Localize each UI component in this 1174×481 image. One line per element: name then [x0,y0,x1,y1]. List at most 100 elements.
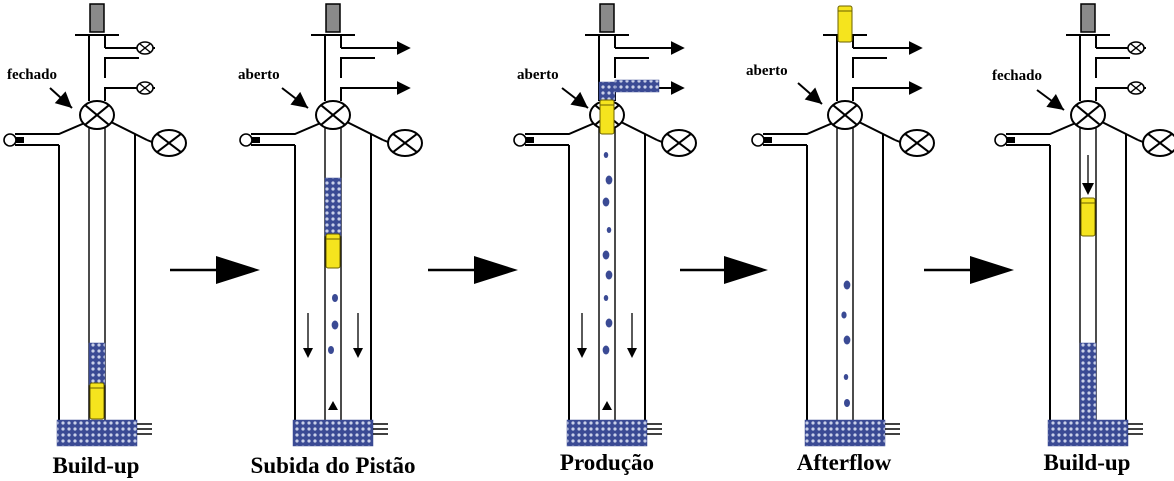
wellhead-tree [1079,35,1130,101]
valve-label-stage-1: fechado [7,67,57,83]
stage-title-afterflow: Afterflow [797,450,892,475]
bottom-liquid-pool [292,419,374,447]
liquid-slug-above-piston [324,177,342,237]
valve-cross [156,133,182,153]
lubricator-top [1080,3,1096,33]
label-group: Build-up Subida do Pistão Produção After… [7,63,1130,478]
casing-head-left [1006,121,1079,146]
casing-head-right [620,121,658,145]
casing-side-valve-icon [151,129,187,157]
liquid-droplet [843,280,851,290]
bottom-liquid-pool [1047,419,1129,447]
stage-title-build-up-1: Build-up [53,453,140,478]
gauge-connector [16,137,24,143]
casing-head-left [763,121,836,146]
casing-head-right [110,121,148,145]
flow-line-valve-icon [1127,81,1145,95]
tubing-string [836,128,854,420]
valve-cross [320,104,346,126]
perforations-icon [137,423,152,435]
bumper-spring-icon [602,401,612,410]
valve-cross [904,133,930,153]
master-valve-icon [79,100,115,130]
flow-down-arrowhead [577,348,587,358]
casing-head-left [251,121,324,146]
lubricator-top [599,3,615,33]
small-valve-cross [1130,83,1142,93]
casing-walls [58,145,136,420]
valve-cross [832,104,858,126]
perforations-icon [1128,423,1143,435]
liquid-slug-above-piston [88,342,106,386]
valve-pointer-arrow-1 [49,87,73,109]
casing-head-right [346,121,384,145]
wellhead-tree [88,35,139,101]
liquid-droplet [841,311,847,319]
pointer-head [1046,94,1064,110]
casing-head-right [858,121,896,145]
valve-pointer-arrow-5 [1036,89,1065,111]
pointer-head [570,91,588,108]
casing-side-valve-icon [661,129,697,157]
master-valve-icon [315,100,351,130]
liquid-slug-in-tree [598,81,616,101]
casing-head-left [15,121,88,146]
piston [599,99,615,135]
right-arrow-icon [170,256,260,284]
valve-pointer-arrow-3 [561,87,589,109]
valve-cross [666,133,692,153]
gauge-connector [1007,137,1015,143]
right-arrow-icon [924,256,1014,284]
piston-body [599,99,615,135]
pressure-gauge-icon [994,133,1008,147]
lubricator-top [325,3,341,33]
gauge-connector [252,137,260,143]
wellhead-tree [836,35,887,101]
liquid-droplet [603,152,609,158]
valve-cross [1147,133,1173,153]
well-diagram-stage-3 [513,3,697,447]
liquid-droplet [843,335,851,345]
piston-fall-arrowhead [1082,183,1094,195]
piston [325,233,341,269]
bottom-liquid-pool [804,419,886,447]
liquid-droplet [602,197,610,207]
flow-line-valve-icon [136,81,154,95]
well-diagram-stage-4 [751,5,935,447]
pressure-gauge-icon [513,133,527,147]
well-diagram-stage-2 [239,3,423,447]
stage-title-build-up-2: Build-up [1044,450,1131,475]
valve-cross [84,104,110,126]
liquid-droplet [603,295,609,301]
bumper-spring-icon [328,401,338,410]
transition-arrow-head [216,256,260,284]
casing-side-valve-icon [1142,129,1174,157]
pressure-gauge-icon [751,133,765,147]
liquid-droplet [602,250,610,260]
liquid-droplet [605,270,613,280]
pressure-gauge-icon [239,133,253,147]
valve-pointer-arrow-2 [281,87,309,109]
valve-pointer-arrow-4 [797,82,823,105]
casing-side-valve-icon [387,129,423,157]
bottom-liquid-pool [566,419,648,447]
gauge-connector [526,137,534,143]
perforations-icon [373,423,388,435]
gauge-connector [764,137,772,143]
liquid-column [1079,342,1097,421]
flow-line-valve-icon [1127,41,1145,55]
perforations-icon [885,423,900,435]
stage-title-subida-do-pistao: Subida do Pistão [251,453,416,478]
valve-cross [392,133,418,153]
liquid-droplet [843,374,849,380]
flow-down-arrowhead [353,348,363,358]
liquid-droplet [332,294,338,302]
liquid-droplet [602,345,610,355]
transition-arrow-head [970,256,1014,284]
valve-label-stage-3: aberto [517,67,559,83]
well-diagram-stage-1 [3,3,187,447]
piston-body [89,382,105,420]
piston [1080,197,1096,237]
liquid-slug-in-flowline [614,79,660,93]
casing-head-left [525,121,598,146]
